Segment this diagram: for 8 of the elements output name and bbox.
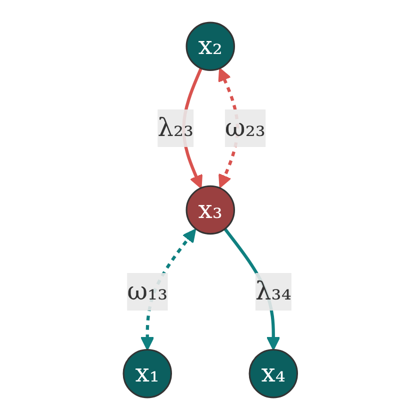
edge-label: ω₁₃ xyxy=(126,276,168,306)
node-circle: x₂ xyxy=(185,22,235,72)
edge-label: λ₃₄ xyxy=(255,276,291,306)
node-circle: x₄ xyxy=(248,348,298,398)
edge-label: λ₂₃ xyxy=(157,112,194,142)
edge-label: ω₂₃ xyxy=(224,112,266,142)
node-circle: x₃ xyxy=(185,185,235,235)
node-circle: x₁ xyxy=(122,348,172,398)
